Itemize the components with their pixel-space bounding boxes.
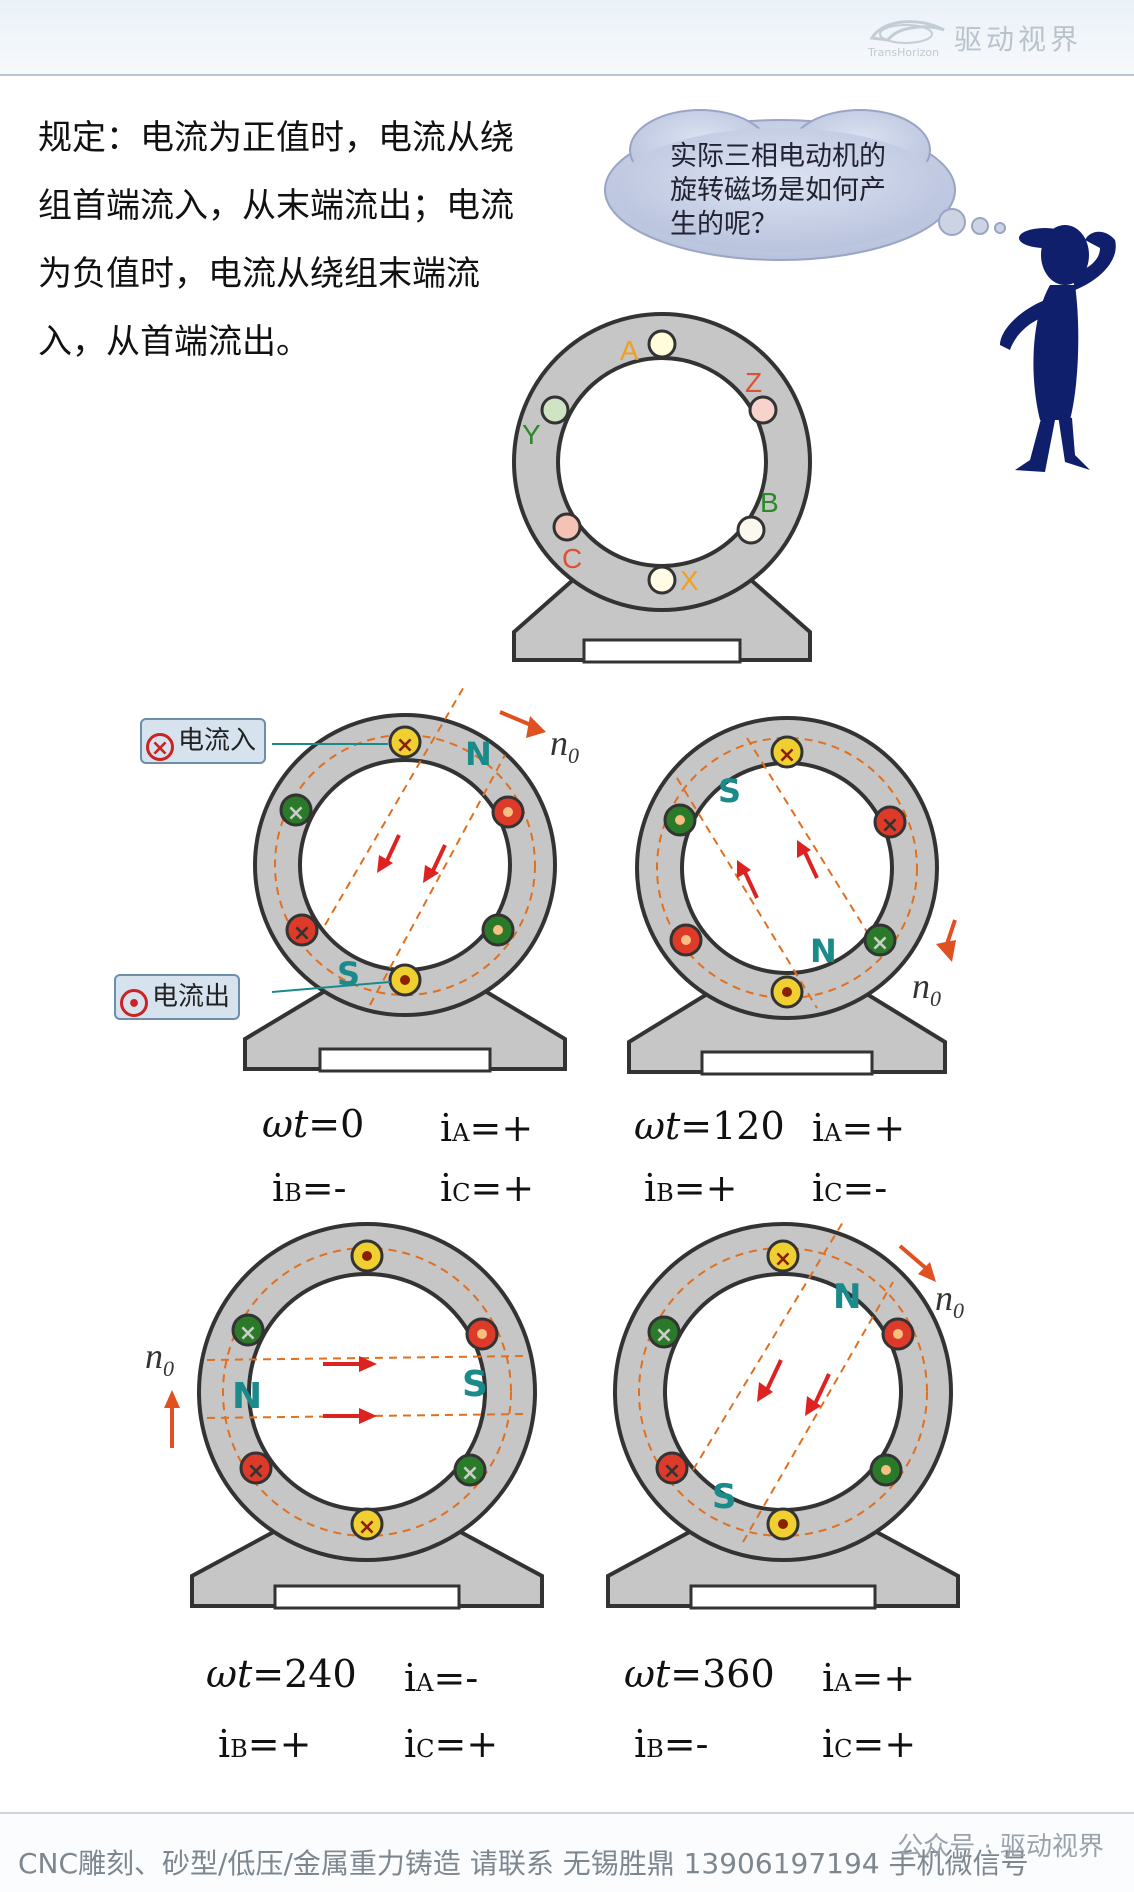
motor-top bbox=[512, 312, 812, 664]
thought-bubble-text: 实际三相电动机的旋转磁场是如何产生的呢？ bbox=[670, 141, 886, 240]
svg-text:×: × bbox=[358, 1515, 376, 1540]
pole-s: S bbox=[712, 1477, 737, 1517]
svg-text:×: × bbox=[655, 1323, 673, 1348]
legend-current-out-label: 电流出 bbox=[152, 982, 231, 1012]
slot-label-y: Y bbox=[522, 419, 541, 450]
slot-label-z: Z bbox=[745, 367, 762, 398]
thought-bubble-text-area: 实际三相电动机的旋转磁场是如何产生的呢？ bbox=[600, 122, 930, 272]
svg-text:×: × bbox=[239, 1321, 257, 1346]
footer-contact-text: CNC雕刻、砂型/低压/金属重力铸造 请联系 无锡胜鼎 13906197194 … bbox=[18, 1847, 1029, 1880]
motor-wt360-slots: × × × N S n0 bbox=[647, 1239, 964, 1541]
svg-text:×: × bbox=[778, 743, 796, 768]
caption-state-3-ib: iB=- bbox=[634, 1722, 709, 1766]
slot-label-c: C bbox=[562, 543, 582, 574]
pole-s: S bbox=[718, 772, 741, 810]
slot-label-x: X bbox=[680, 565, 699, 596]
slot-label-b: B bbox=[760, 487, 779, 518]
caption-state-3-wt: ωt=360 bbox=[624, 1652, 775, 1696]
svg-text:×: × bbox=[287, 801, 305, 826]
svg-text:×: × bbox=[881, 813, 899, 838]
legend-current-in-label: 电流入 bbox=[178, 726, 257, 756]
speed-label: n0 bbox=[912, 966, 941, 1011]
pole-n: N bbox=[232, 1376, 262, 1417]
thought-bubble bbox=[604, 109, 1006, 261]
caption-state-1-ic: iC=- bbox=[812, 1166, 888, 1210]
svg-text:×: × bbox=[293, 921, 311, 946]
svg-text:×: × bbox=[663, 1459, 681, 1484]
brand-subtitle: TransHorizon bbox=[868, 46, 940, 59]
caption-state-3-ia: iA=+ bbox=[822, 1656, 916, 1700]
svg-text:×: × bbox=[461, 1461, 479, 1486]
thinking-figure-icon bbox=[1000, 225, 1116, 472]
svg-text:×: × bbox=[247, 1459, 265, 1484]
caption-state-0-ib: iB=- bbox=[272, 1166, 347, 1210]
pole-n: N bbox=[833, 1277, 861, 1317]
pole-s: S bbox=[337, 955, 360, 993]
caption-state-1-ia: iA=+ bbox=[812, 1106, 906, 1150]
motor-diagrams: A Z B X C Y × × × N S n0 bbox=[145, 109, 1116, 1610]
motor-wt240-slots: × × × × N S n0 bbox=[145, 1239, 499, 1541]
footer: CNC雕刻、砂型/低压/金属重力铸造 请联系 无锡胜鼎 13906197194 … bbox=[0, 1812, 1134, 1892]
motor-wt120-slots: × × × S N n0 bbox=[663, 735, 957, 1011]
caption-state-1-ib: iB=+ bbox=[644, 1166, 738, 1210]
caption-state-2-ia: iA=- bbox=[404, 1656, 479, 1700]
slot-label-a: A bbox=[620, 335, 639, 366]
motor-wt0 bbox=[243, 684, 567, 1073]
footer-account-name: 公众号 · 驱动视界 bbox=[897, 1832, 1104, 1862]
car-logo-icon bbox=[869, 20, 945, 44]
motor-wt240 bbox=[190, 1222, 544, 1610]
motor-wt360 bbox=[606, 1221, 960, 1610]
caption-state-1-wt: ωt=120 bbox=[634, 1104, 785, 1148]
svg-text:×: × bbox=[396, 733, 414, 758]
cross-circle-icon: × bbox=[146, 733, 174, 761]
speed-label: n0 bbox=[935, 1278, 964, 1323]
caption-state-0-ic: iC=+ bbox=[440, 1166, 535, 1210]
header-bar: 驱动视界 TransHorizon bbox=[0, 0, 1134, 76]
caption-state-0-wt: ωt=0 bbox=[262, 1102, 365, 1146]
brand-name: 驱动视界 bbox=[954, 23, 1083, 56]
legend-current-out: •电流出 bbox=[114, 974, 241, 1020]
speed-label: n0 bbox=[145, 1336, 174, 1381]
speed-label: n0 bbox=[550, 723, 579, 768]
pole-s: S bbox=[462, 1364, 488, 1405]
svg-text:×: × bbox=[774, 1247, 792, 1272]
legend-current-in: ×电流入 bbox=[140, 718, 267, 764]
caption-state-3-ic: iC=+ bbox=[822, 1722, 917, 1766]
svg-text:×: × bbox=[871, 931, 889, 956]
caption-state-2-ib: iB=+ bbox=[218, 1722, 312, 1766]
pole-n: N bbox=[465, 735, 492, 773]
rule-text: 规定：电流为正值时，电流从绕组首端流入，从末端流出；电流为负值时，电流从绕组末端… bbox=[38, 118, 514, 362]
caption-state-2-ic: iC=+ bbox=[404, 1722, 499, 1766]
brand-logo: 驱动视界 TransHorizon bbox=[868, 12, 1098, 64]
caption-state-0-ia: iA=+ bbox=[440, 1106, 534, 1150]
motor-wt0-slots: × × × N S n0 bbox=[271, 710, 579, 997]
top-motor-slots bbox=[540, 329, 778, 595]
pole-n: N bbox=[810, 932, 837, 970]
motor-wt120 bbox=[627, 716, 947, 1076]
dot-circle-icon: • bbox=[120, 989, 148, 1017]
caption-state-2-wt: ωt=240 bbox=[206, 1652, 357, 1696]
